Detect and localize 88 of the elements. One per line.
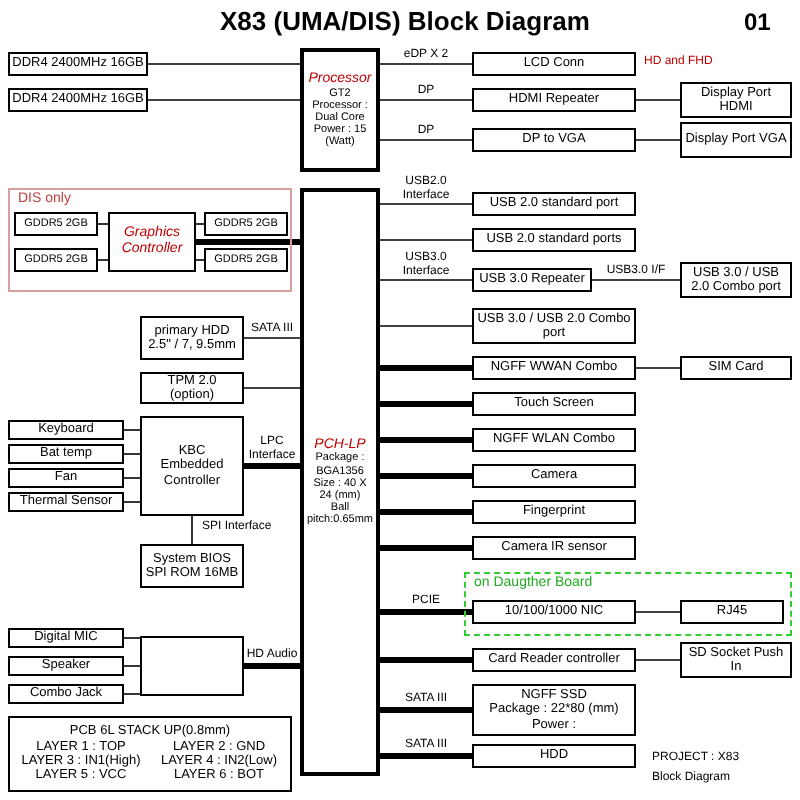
block-box — [472, 356, 636, 380]
block-box — [14, 248, 98, 272]
block-box — [472, 228, 636, 252]
connector-line — [195, 223, 205, 225]
bus-line — [380, 509, 472, 515]
bus-line — [196, 239, 300, 245]
bus-line — [380, 753, 472, 759]
connector-line — [635, 139, 681, 141]
block-box — [472, 464, 636, 488]
connector-line — [123, 453, 141, 455]
block-box — [680, 642, 792, 678]
connector-line — [635, 99, 681, 101]
connector-line — [147, 99, 301, 101]
chip-box — [300, 188, 380, 776]
connector-line — [123, 501, 141, 503]
block-box — [140, 372, 244, 404]
connector-line — [123, 693, 141, 695]
connector-line — [591, 279, 681, 281]
block-box — [8, 492, 124, 512]
connector-line — [379, 279, 473, 281]
connector-line — [379, 239, 473, 241]
block-box — [472, 744, 636, 768]
bus-line — [380, 707, 472, 713]
connector-line — [379, 203, 473, 205]
chip-box — [300, 48, 380, 172]
bus-line — [380, 437, 472, 443]
note-box — [8, 716, 292, 792]
connector-line — [123, 477, 141, 479]
connector-line — [97, 259, 109, 261]
connector-line — [635, 611, 681, 613]
block-box — [472, 536, 636, 560]
block-box — [140, 416, 244, 516]
block-box — [8, 628, 124, 648]
block-box — [680, 82, 792, 118]
block-box — [8, 444, 124, 464]
block-box — [8, 468, 124, 488]
connector-line — [123, 665, 141, 667]
connector-line — [243, 337, 301, 339]
bus-line — [380, 473, 472, 479]
block-box — [472, 648, 636, 672]
bus-line — [244, 463, 300, 469]
block-box — [472, 600, 636, 624]
connector-line — [243, 387, 301, 389]
connector-line — [379, 63, 473, 65]
bus-line — [380, 545, 472, 551]
block-box — [680, 356, 792, 380]
block-box — [204, 248, 288, 272]
block-box — [8, 656, 124, 676]
connector-line — [123, 637, 141, 639]
block-box — [140, 544, 244, 588]
connector-line — [195, 259, 205, 261]
block-box — [680, 600, 784, 624]
bus-line — [380, 609, 472, 615]
block-box — [472, 684, 636, 736]
block-box — [472, 52, 636, 76]
page-number: 01 — [744, 8, 771, 36]
block-box — [472, 128, 636, 152]
connector-line — [379, 139, 473, 141]
connector-line — [635, 367, 681, 369]
block-box — [680, 262, 792, 298]
empty-box — [140, 636, 244, 696]
block-box — [204, 212, 288, 236]
connector-line — [147, 63, 301, 65]
block-box — [472, 500, 636, 524]
block-box — [472, 268, 592, 292]
block-box — [472, 88, 636, 112]
connector-line — [379, 99, 473, 101]
block-box — [680, 122, 792, 158]
connector-line — [191, 515, 193, 545]
block-box — [140, 316, 244, 360]
connector-line — [97, 223, 109, 225]
bus-line — [244, 663, 300, 669]
group-frame — [464, 572, 792, 636]
block-box — [14, 212, 98, 236]
bus-line — [380, 365, 472, 371]
block-box — [472, 192, 636, 216]
group-frame — [8, 188, 292, 292]
block-box — [472, 428, 636, 452]
connector-line — [379, 325, 473, 327]
connector-line — [123, 429, 141, 431]
block-box — [472, 392, 636, 416]
bus-line — [380, 401, 472, 407]
diagram-title: X83 (UMA/DIS) Block Diagram — [220, 6, 590, 36]
chip-box — [108, 212, 196, 272]
bus-line — [380, 657, 472, 663]
block-box — [8, 684, 124, 704]
connector-line — [635, 659, 681, 661]
block-box — [8, 420, 124, 440]
